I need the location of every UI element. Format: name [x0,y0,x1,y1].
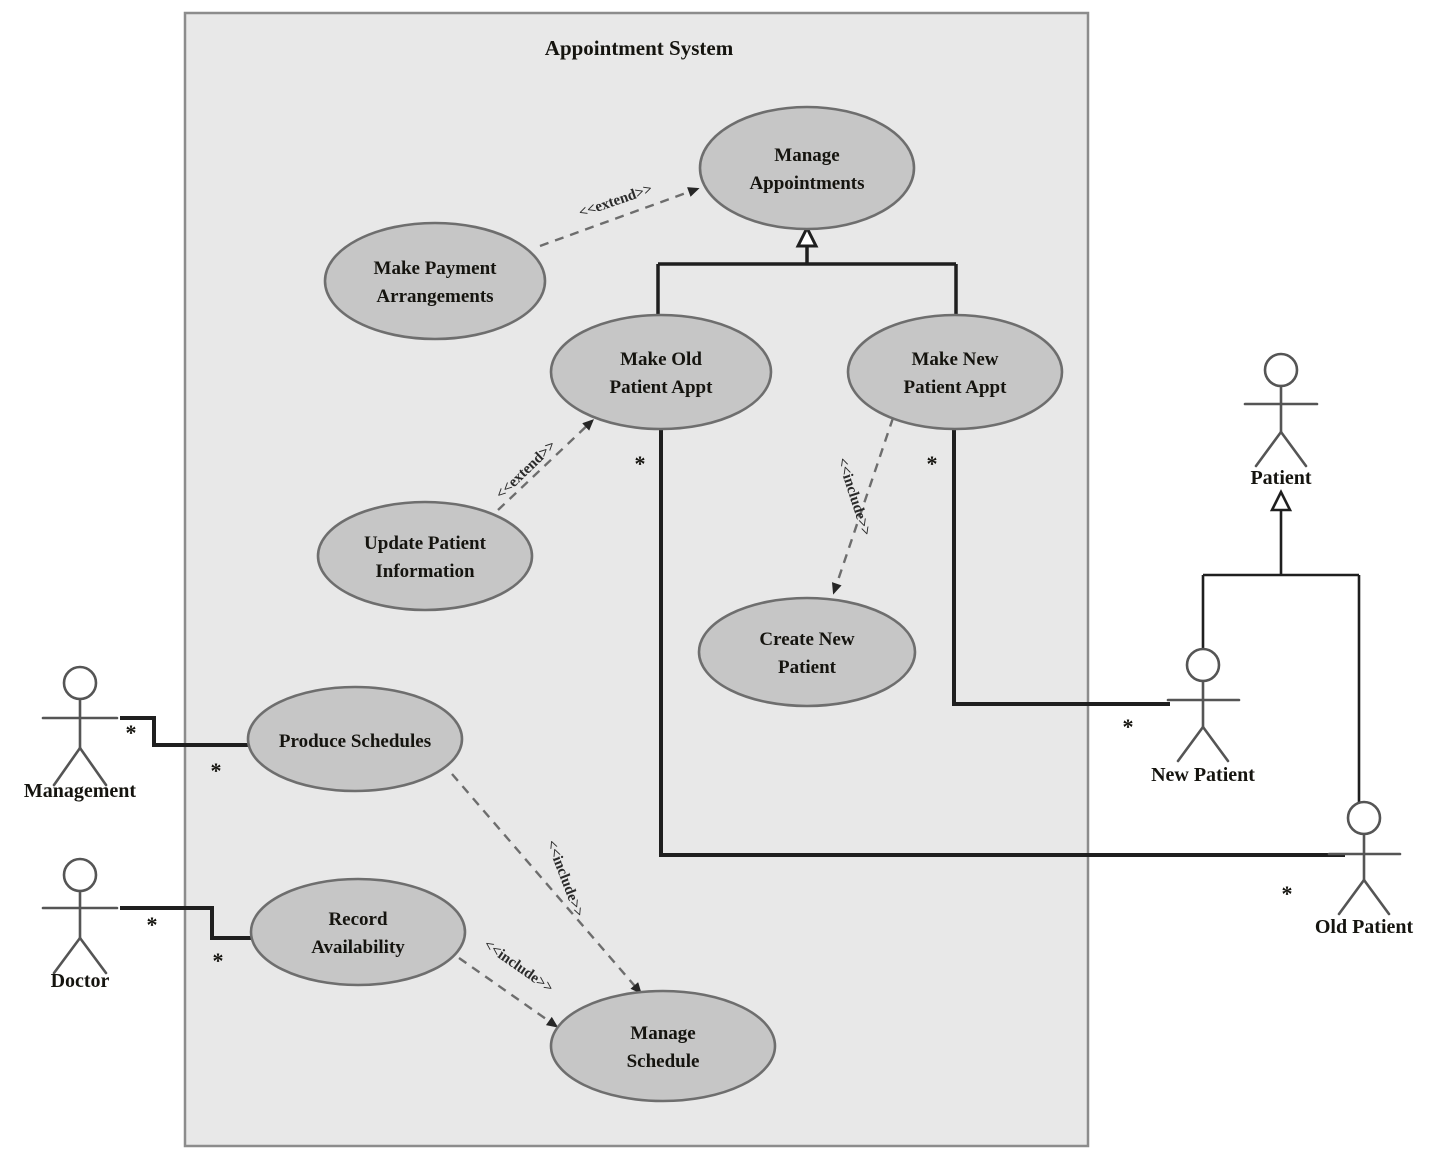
use-case-ellipse[interactable] [316,500,534,612]
association-new-patient-appt [952,429,1170,706]
use-case-manage-schedule[interactable]: Manage Schedule [549,989,777,1103]
actor-old-patient[interactable]: Old Patient [1315,800,1414,938]
generalization-triangle-patient [1269,489,1293,512]
use-case-label-line2: Information [375,561,475,582]
actor-label: New Patient [1151,764,1255,786]
use-case-ellipse[interactable] [246,685,464,793]
use-case-label-line1: Make Payment [374,258,498,279]
multiplicity-old-patient: * [1282,881,1293,906]
use-case-label-line1: Record [328,909,388,930]
use-case-label-line1: Update Patient [364,533,487,554]
use-case-label-line1: Manage [630,1023,695,1044]
use-case-update-patient-information[interactable]: Update Patient Information [316,500,534,612]
stick-figure-icon [1243,352,1319,468]
use-case-ellipse[interactable] [697,596,917,708]
use-case-label-line2: Availability [311,937,405,958]
generalization-triangle-manage-appointments [795,224,819,248]
multiplicity-doctor: * [147,912,158,937]
use-case-label-line1: Create New [759,629,854,650]
multiplicity-make-new-appt: * [927,451,938,476]
actor-label: Patient [1250,467,1311,489]
actor-new-patient[interactable]: New Patient [1151,647,1255,786]
dependency-line-include-record-availability [458,957,556,1026]
use-case-make-new-patient-appt[interactable]: Make New Patient Appt [846,313,1064,431]
actor-label: Doctor [51,970,110,992]
actor-patient[interactable]: Patient [1243,352,1319,489]
use-case-ellipse[interactable] [549,989,777,1103]
multiplicity-produce-schedules: * [211,758,222,783]
use-case-label-line2: Patient Appt [904,377,1008,398]
use-case-ellipse[interactable] [846,313,1064,431]
use-case-create-new-patient[interactable]: Create New Patient [697,596,917,708]
system-boundary-title: Appointment System [545,36,734,60]
use-case-label-line2: Schedule [627,1051,700,1072]
use-case-label-line2: Patient [778,657,837,678]
actor-label: Old Patient [1315,916,1414,938]
association-old-patient-appt [659,429,1345,857]
use-case-manage-appointments[interactable]: Manage Appointments [698,105,916,231]
use-case-ellipse[interactable] [698,105,916,231]
use-case-label-line2: Patient Appt [610,377,714,398]
use-case-record-availability[interactable]: Record Availability [249,877,467,987]
use-case-label-line1: Make Old [620,349,702,370]
generalization-arrowheads [795,224,1293,512]
multiplicity-record-availability: * [213,948,224,973]
use-case-ellipse[interactable] [249,877,467,987]
use-case-ellipse[interactable] [323,221,547,341]
multiplicity-make-old-appt: * [635,451,646,476]
use-case-label-line1: Make New [911,349,998,370]
multiplicity-labels: * * * * * * * * [126,451,1293,973]
use-case-label-line1: Produce Schedules [279,731,431,752]
stick-figure-icon [41,665,119,787]
stick-figure-icon [1166,647,1241,763]
use-case-make-old-patient-appt[interactable]: Make Old Patient Appt [549,313,773,431]
actor-management[interactable]: Management [24,665,137,802]
dependency-arrows [451,189,895,1026]
use-case-label-line2: Appointments [749,173,864,194]
actor-label: Management [24,780,137,802]
dependency-line-extend-payment [539,189,697,248]
use-case-produce-schedules[interactable]: Produce Schedules [246,685,464,793]
patient-generalization-tree [1201,505,1361,803]
stick-figure-icon [1327,800,1402,916]
dependency-line-extend-update-info [497,421,592,511]
multiplicity-management: * [126,720,137,745]
association-doctor-record-availability [120,906,253,940]
use-case-ellipse[interactable] [549,313,773,431]
connector-lines [120,245,1345,940]
association-management-produce-schedules [120,716,250,747]
use-case-label-line1: Manage [774,145,839,166]
actor-doctor[interactable]: Doctor [41,857,119,992]
use-case-label-line2: Arrangements [376,286,493,307]
stick-figure-icon [41,857,119,975]
use-case-make-payment-arrangements[interactable]: Make Payment Arrangements [323,221,547,341]
multiplicity-new-patient: * [1123,714,1134,739]
